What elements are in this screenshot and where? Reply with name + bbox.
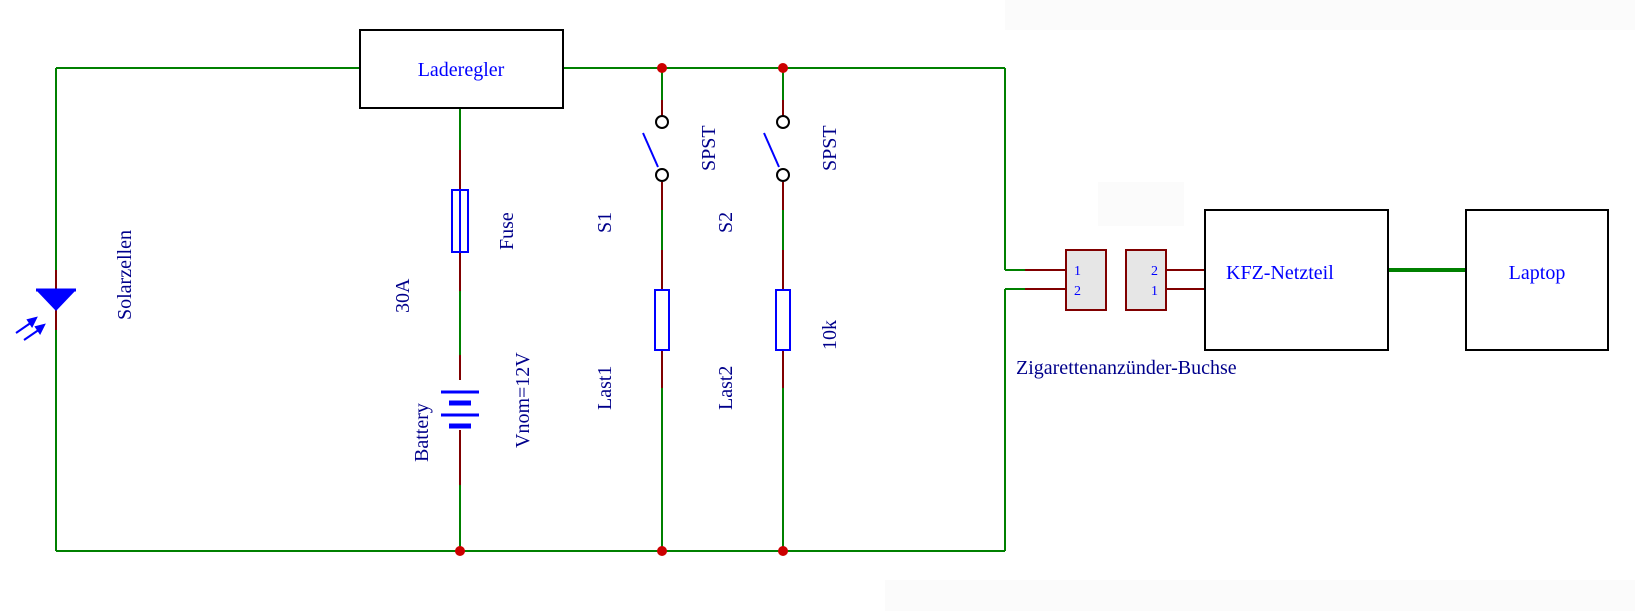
load2-value: 10k [819, 320, 841, 350]
solar-diode-triangle [36, 290, 76, 311]
background-patch [1005, 0, 1635, 30]
solar-cell-symbol [15, 270, 76, 341]
fuse-label: Fuse [496, 212, 518, 250]
junctions [455, 63, 788, 556]
load2-label: Last2 [715, 366, 737, 410]
socket-left-pin-1: 1 [1074, 264, 1081, 279]
switch-s1-terminal [655, 168, 669, 182]
car-power-supply-box [1204, 209, 1389, 351]
battery-label: Battery [411, 403, 433, 462]
switch-s2-type: SPST [819, 125, 841, 171]
socket-label: Zigarettenanzünder-Buchse [1016, 357, 1237, 379]
load1-label: Last1 [594, 366, 616, 410]
battery-voltage-label: Vnom=12V [512, 352, 534, 448]
charge-controller-label: Laderegler [418, 59, 505, 81]
switch-s1-symbol [642, 100, 669, 210]
car-power-supply-label: KFZ-Netzteil [1226, 262, 1334, 284]
load2-resistor-symbol [775, 250, 791, 388]
cigarette-socket-symbol [1025, 249, 1205, 311]
junction-dot [778, 546, 788, 556]
load1-resistor-symbol [654, 250, 670, 388]
switch-s2-label: S2 [715, 212, 737, 233]
wires [55, 67, 1466, 552]
charge-controller-box [359, 29, 564, 109]
background-patch [1098, 182, 1184, 226]
switch-s2-terminal [776, 168, 790, 182]
socket-right-pin-1: 1 [1151, 284, 1158, 299]
switch-s2-blade [763, 132, 780, 168]
socket-left-pin-2: 2 [1074, 284, 1081, 299]
junction-dot [455, 546, 465, 556]
socket-right-pin-2: 2 [1151, 264, 1158, 279]
switch-s1-type: SPST [698, 125, 720, 171]
switch-s1-terminal [655, 115, 669, 129]
battery-symbol [440, 355, 480, 485]
socket-connector-left [1065, 249, 1107, 311]
laptop-label: Laptop [1509, 262, 1566, 284]
load2-resistor-body [775, 289, 791, 351]
fuse-symbol [451, 150, 469, 291]
junction-dot [657, 546, 667, 556]
background-patch [885, 580, 1635, 611]
switch-s1-label: S1 [594, 212, 616, 233]
junction-dot [657, 63, 667, 73]
load1-resistor-body [654, 289, 670, 351]
switch-s1-blade [642, 132, 659, 168]
socket-connector-right [1125, 249, 1167, 311]
laptop-box [1465, 209, 1609, 351]
solar-label: Solarzellen [114, 230, 136, 320]
switch-s2-terminal [776, 115, 790, 129]
switch-s2-symbol [763, 100, 790, 210]
fuse-value: 30A [392, 278, 414, 313]
junction-dot [778, 63, 788, 73]
light-arrows-icon [15, 316, 46, 341]
